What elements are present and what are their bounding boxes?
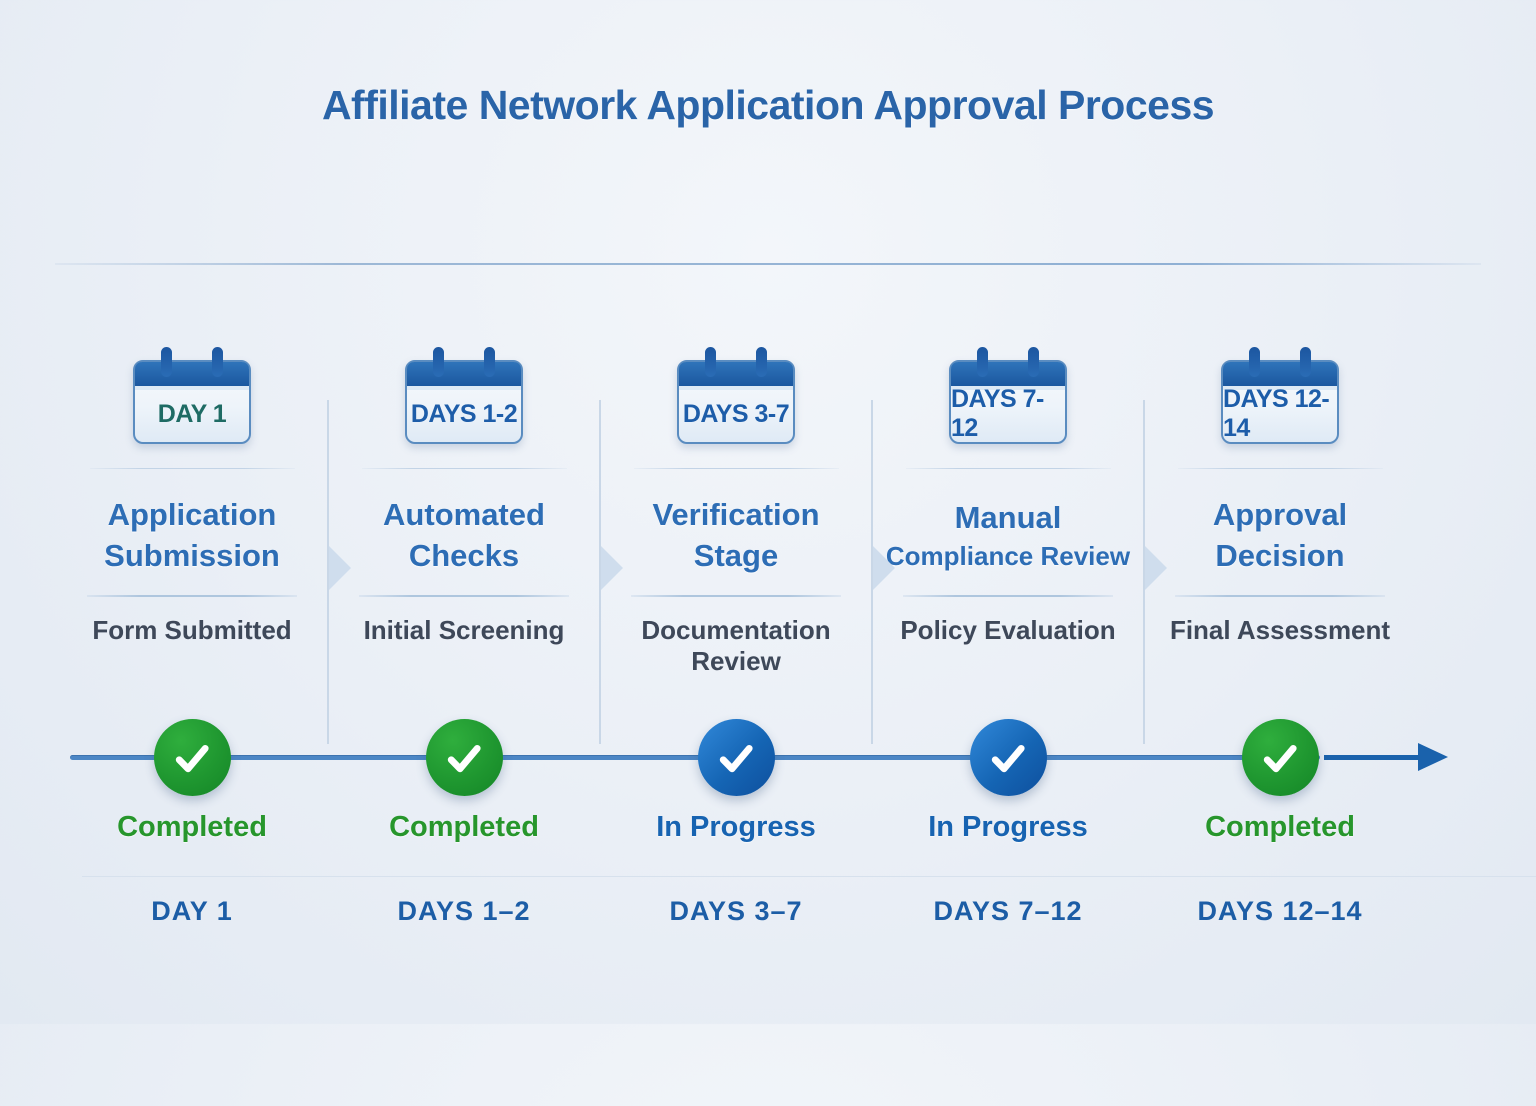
timeline: [56, 719, 1448, 797]
arrow-right-icon: [1418, 743, 1448, 771]
stage-subtitle: Policy Evaluation: [900, 615, 1116, 645]
stage-title-line: Stage: [693, 538, 779, 573]
status-label: In Progress: [928, 811, 1088, 843]
calendar-header: [135, 362, 249, 390]
day-range-label: DAYS 3–7: [669, 896, 803, 926]
stage-title-line: Checks: [408, 538, 520, 573]
chevron-right-icon: [329, 546, 351, 590]
calendar-ring-icon: [1249, 347, 1260, 377]
status-label: In Progress: [656, 811, 816, 843]
calendar-icon: DAYS 3-7: [677, 347, 795, 444]
calendar-day-label: DAYS 3-7: [682, 399, 790, 428]
stage-divider-bottom: [903, 595, 1113, 597]
check-icon: [697, 719, 775, 796]
calendar-ring-icon: [212, 347, 223, 377]
stage-divider-bottom: [87, 595, 297, 597]
calendar-icon: DAYS 1-2: [405, 347, 523, 444]
calendar-ring-icon: [977, 347, 988, 377]
day-range-label: DAYS 12–14: [1197, 896, 1363, 926]
calendar-ring-icon: [1300, 347, 1311, 377]
stage-title-line: Manual: [954, 499, 1062, 535]
stage-subtitle: Initial Screening: [363, 615, 565, 645]
stage-title-line: Submission: [104, 538, 280, 573]
stage-subtitle: Final Assessment: [1169, 615, 1391, 645]
day-range-label: DAYS 1–2: [397, 896, 531, 926]
day-range-label: DAY 1: [151, 896, 233, 926]
stage-divider-top: [89, 468, 295, 469]
stage-divider-top: [633, 468, 839, 469]
stage-title-line: Compliance Review: [885, 540, 1131, 571]
stage-divider-top: [905, 468, 1111, 469]
column-divider: [599, 400, 601, 744]
calendar-day-label: DAYS 12-14: [1223, 385, 1330, 442]
calendar-ring-icon: [161, 347, 172, 377]
check-icon: [425, 719, 503, 796]
title-divider: [55, 263, 1481, 265]
bottom-divider: [82, 876, 1536, 877]
column-divider: [1143, 400, 1145, 744]
stage-title-line: Approval: [1212, 497, 1348, 532]
calendar-ring-icon: [484, 347, 495, 377]
stage-divider-bottom: [1175, 595, 1385, 597]
calendar-ring-icon: [1028, 347, 1039, 377]
stage-title-line: Automated: [383, 497, 545, 532]
stage-divider-bottom: [631, 595, 841, 597]
calendar-day-label: DAYS 7-12: [951, 385, 1044, 442]
calendar-day-label: DAY 1: [157, 399, 227, 428]
status-row: Completed Completed In Progress In Progr…: [56, 811, 1416, 844]
stage-title-line: Decision: [1215, 538, 1345, 573]
calendar-icon: DAYS 7-12: [949, 347, 1067, 444]
chevron-right-icon: [873, 546, 895, 590]
calendar-header: [407, 362, 521, 390]
calendar-header: [1223, 362, 1337, 390]
column-divider: [327, 400, 329, 744]
stage-subtitle: Form Submitted: [92, 615, 292, 645]
column-divider: [871, 400, 873, 744]
day-scale: DAY 1 DAYS 1–2 DAYS 3–7 DAYS 7–12 DAYS 1…: [56, 896, 1416, 927]
stage-divider-bottom: [359, 595, 569, 597]
status-label: Completed: [389, 811, 539, 843]
day-range-label: DAYS 7–12: [933, 896, 1083, 926]
page-title: Affiliate Network Application Approval P…: [321, 82, 1215, 128]
check-icon: [1241, 719, 1319, 796]
calendar-icon: DAY 1: [133, 347, 251, 444]
timeline-nodes: [56, 719, 1416, 796]
check-icon: [969, 719, 1047, 796]
chevron-right-icon: [1145, 546, 1167, 590]
calendar-header: [951, 362, 1065, 390]
check-icon: [153, 719, 231, 796]
stage-subtitle: Documentation Review: [641, 615, 831, 676]
stage-divider-top: [361, 468, 567, 469]
timeline-line: [70, 755, 1320, 760]
chevron-right-icon: [601, 546, 623, 590]
stage-title-line: Verification: [652, 497, 820, 532]
timeline-line-end: [1324, 755, 1420, 760]
calendar-header: [679, 362, 793, 390]
status-label: Completed: [117, 811, 267, 843]
calendar-icon: DAYS 12-14: [1221, 347, 1339, 444]
calendar-ring-icon: [756, 347, 767, 377]
stage-title-line: Application: [107, 497, 277, 532]
calendar-day-label: DAYS 1-2: [410, 399, 518, 428]
stage-divider-top: [1177, 468, 1383, 469]
status-label: Completed: [1205, 811, 1355, 843]
calendar-ring-icon: [705, 347, 716, 377]
calendar-ring-icon: [433, 347, 444, 377]
